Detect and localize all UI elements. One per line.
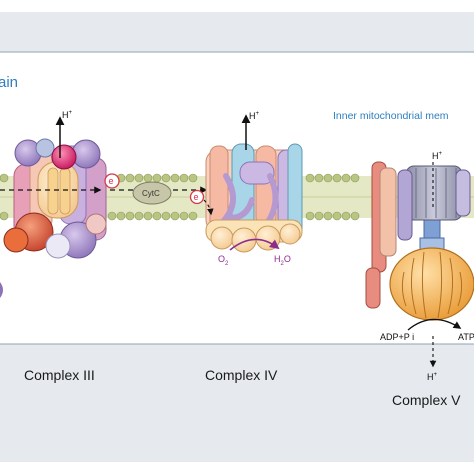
lipid-head: [161, 211, 171, 221]
lipid-head: [179, 211, 189, 221]
complex-iv-label: Complex IV: [205, 367, 278, 383]
complex-iii: [0, 116, 107, 259]
lipid-head: [350, 211, 360, 221]
complex-iii-label: Complex III: [24, 367, 95, 383]
lipid-head: [314, 211, 324, 221]
lipid-head: [323, 173, 333, 183]
lipid-heads-bottom: [0, 211, 360, 221]
lipid-head: [134, 211, 144, 221]
lipid-head: [314, 173, 324, 183]
diagram-title-fragment: ain: [0, 74, 19, 91]
electron-badge-1: [104, 173, 120, 189]
lipid-head: [125, 173, 135, 183]
lipid-head: [0, 173, 9, 183]
lipid-head: [0, 211, 9, 221]
water-label: H2O: [274, 254, 291, 267]
lipid-head: [143, 211, 153, 221]
lipid-head: [116, 211, 126, 221]
complex-v-label: Complex V: [392, 392, 461, 408]
oxygen-label: O2: [218, 254, 229, 267]
lipid-head: [341, 173, 351, 183]
left-edge-fragment: [0, 282, 3, 298]
proton-label-iv: H+: [249, 111, 260, 121]
lipid-head: [305, 211, 315, 221]
lipid-head: [179, 173, 189, 183]
lipid-head: [125, 211, 135, 221]
header-band: [0, 12, 474, 52]
lipid-head: [188, 211, 198, 221]
inner-membrane-label: Inner mitochondrial mem: [333, 110, 449, 122]
lipid-head: [323, 211, 333, 221]
lipid-head: [341, 211, 351, 221]
lipid-head: [152, 173, 162, 183]
lipid-head: [170, 211, 180, 221]
lipid-head: [152, 211, 162, 221]
complex-v: [365, 161, 474, 368]
lipid-head: [107, 211, 117, 221]
footer-band: [0, 344, 474, 462]
lipid-head: [305, 173, 315, 183]
lipid-head: [170, 173, 180, 183]
proton-label-v-bottom: H+: [427, 372, 438, 382]
lipid-head: [332, 211, 342, 221]
proton-label-v-top: H+: [432, 151, 443, 161]
cytochrome-c: [110, 181, 208, 205]
adp-label: ADP+P i: [380, 332, 414, 342]
lipid-head: [332, 173, 342, 183]
lipid-head: [134, 173, 144, 183]
electron-symbol-1: e: [109, 176, 114, 186]
lipid-head: [350, 173, 360, 183]
cytc-label: CytC: [142, 189, 160, 198]
lipid-head: [161, 173, 171, 183]
proton-label-iii: H+: [62, 110, 73, 120]
electron-symbol-2: e: [194, 192, 199, 202]
atp-label: ATP: [458, 332, 474, 342]
lipid-head: [188, 173, 198, 183]
electron-badge-2: [189, 189, 205, 205]
lipid-head: [143, 173, 153, 183]
complex-iv: [189, 114, 303, 253]
